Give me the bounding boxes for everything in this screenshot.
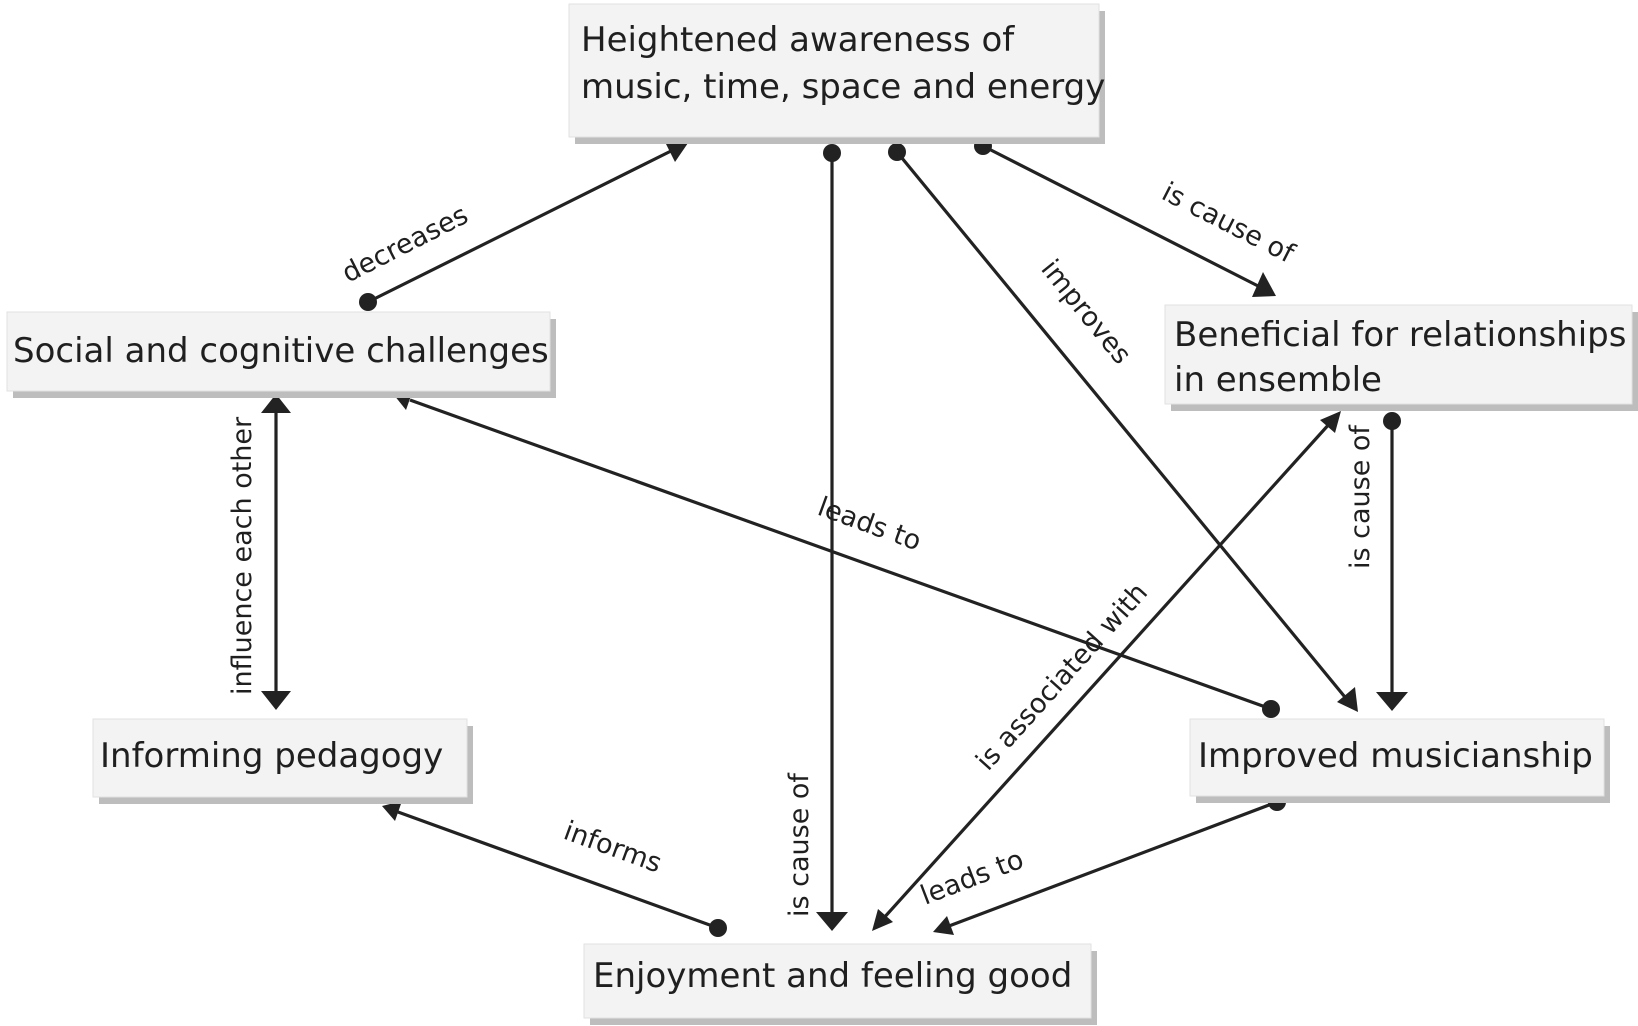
arrowhead [816,912,848,931]
label-heightened-to-beneficial: is cause of [1157,177,1301,271]
edge-start-dot [359,293,377,311]
node-text-line: Informing pedagogy [100,736,443,776]
edge-start-dot [888,143,906,161]
label-improves: improves [1035,254,1138,370]
edges [261,137,1408,937]
arrowhead [1252,272,1276,297]
edge-start-dot [1262,700,1280,718]
node-text-line: Social and cognitive challenges [13,331,549,371]
arrowhead [1337,687,1358,712]
label-associated: is associated with [970,577,1154,776]
arrowhead [261,394,291,413]
node-improved-musicianship: Improved musicianship [1189,718,1610,803]
label-decreases: decreases [337,199,473,289]
node-text-line: Enjoyment and feeling good [593,956,1072,996]
edge-influence [261,394,291,710]
arrowhead [872,909,893,931]
edge-start-dot [1383,412,1401,430]
node-text-line: Heightened awareness of [581,20,1015,60]
edge-start-dot [823,144,841,162]
edge-informs [382,801,727,937]
edge-improves [888,143,1358,712]
node-enjoyment-feeling-good: Enjoyment and feeling good [583,943,1097,1025]
nodes: Heightened awareness of music, time, spa… [6,3,1638,1025]
edge-leads-to-social [394,390,1280,718]
label-heightened-to-enjoyment: is cause of [784,772,815,917]
edge-start-dot [709,919,727,937]
edge-decreases [359,143,688,311]
label-influence: influence each other [227,416,258,695]
label-beneficial-to-musicianship: is cause of [1345,424,1376,569]
arrowhead [666,143,688,162]
arrowhead [382,801,402,821]
node-social-cognitive-challenges: Social and cognitive challenges [6,311,556,398]
edge-beneficial-to-musicianship [1376,412,1408,711]
arrowhead [261,691,291,710]
label-informs: informs [560,815,666,879]
node-informing-pedagogy: Informing pedagogy [92,718,473,804]
edge-heightened-to-enjoyment [816,144,848,931]
edge-associated [872,411,1341,931]
node-text-line: Beneficial for relationships [1174,315,1626,355]
arrowhead [1376,692,1408,711]
arrowhead [1320,411,1341,433]
node-heightened-awareness: Heightened awareness of music, time, spa… [568,3,1105,144]
node-text-line: in ensemble [1174,360,1382,400]
node-beneficial-relationships: Beneficial for relationships in ensemble [1164,304,1638,411]
node-text-line: music, time, space and energy [581,67,1105,107]
node-text-line: Improved musicianship [1198,736,1593,776]
arrowhead [933,916,954,935]
label-leads-to-social: leads to [814,491,926,557]
